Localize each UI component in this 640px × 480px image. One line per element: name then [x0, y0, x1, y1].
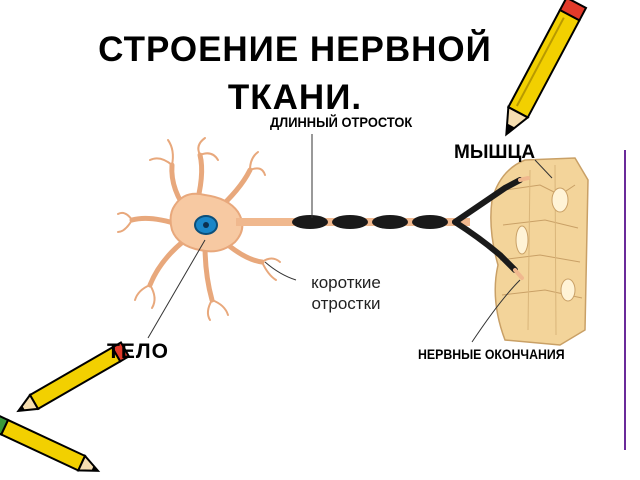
label-long-process: ДЛИННЫЙ ОТРОСТОК [270, 114, 413, 130]
label-short-processes-line-2: отростки [311, 294, 381, 313]
accent-line [624, 150, 626, 450]
label-nerve-endings: НЕРВНЫЕ ОКОНЧАНИЯ [418, 346, 565, 362]
title-line-1: СТРОЕНИЕ НЕРВНОЙ [98, 30, 492, 69]
myelin-sheath [292, 215, 448, 229]
page-title: СТРОЕНИЕ НЕРВНОЙ ТКАНИ. [0, 26, 590, 122]
label-muscle: МЫШЦА [454, 142, 536, 163]
label-cell-body: ТЕЛО [107, 340, 169, 363]
axon-terminals [452, 176, 530, 280]
label-short-processes-line-1: короткие [311, 273, 381, 292]
pencil-icon-top-right [505, 0, 588, 137]
leader-lines [147, 134, 553, 343]
title-line-2: ТКАНИ. [227, 78, 363, 117]
pencil-icon-bottom-left [0, 341, 131, 472]
muscle-tissue [490, 157, 589, 346]
label-short-processes: короткие отростки [296, 272, 396, 314]
